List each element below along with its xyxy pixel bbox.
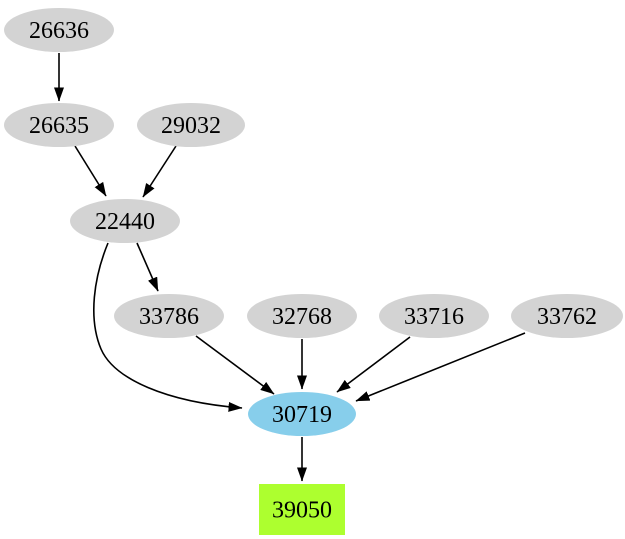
node-label: 33716 — [404, 304, 464, 330]
node-shape-ellipse — [70, 199, 180, 243]
node-label: 26635 — [29, 113, 89, 139]
node-shape-ellipse — [4, 8, 114, 52]
edge-22440-33786 — [136, 242, 159, 292]
node-label: 30719 — [272, 402, 332, 428]
node-shape-ellipse — [379, 294, 489, 338]
node-shape-ellipse — [511, 294, 623, 338]
node-26635: 26635 — [4, 103, 114, 147]
node-label: 26636 — [29, 18, 89, 44]
edge-26635-22440 — [74, 145, 107, 197]
node-label: 39050 — [272, 498, 332, 524]
node-shape-ellipse — [4, 103, 114, 147]
node-29032: 29032 — [137, 103, 245, 147]
node-label: 29032 — [161, 113, 221, 139]
node-39050: 39050 — [259, 484, 345, 535]
node-label: 32768 — [272, 304, 332, 330]
node-32768: 32768 — [247, 294, 357, 338]
edges-layer — [54, 53, 526, 482]
node-33786: 33786 — [114, 294, 224, 338]
node-label: 33786 — [139, 304, 199, 330]
node-shape-ellipse — [247, 294, 357, 338]
edge-33762-30719 — [355, 332, 526, 402]
node-33762: 33762 — [511, 294, 623, 338]
node-shape-ellipse — [137, 103, 245, 147]
edge-33716-30719 — [336, 336, 411, 393]
node-22440: 22440 — [70, 199, 180, 243]
node-shape-rect — [259, 484, 345, 535]
node-33716: 33716 — [379, 294, 489, 338]
node-label: 33762 — [537, 304, 597, 330]
node-shape-ellipse — [248, 392, 356, 436]
edge-22440-30719 — [93, 242, 243, 412]
edge-33786-30719 — [195, 335, 275, 395]
edge-29032-22440 — [142, 145, 177, 198]
node-30719: 30719 — [248, 392, 356, 436]
node-shape-ellipse — [114, 294, 224, 338]
node-label: 22440 — [95, 209, 155, 235]
node-26636: 26636 — [4, 8, 114, 52]
nodes-layer: 26636 26635 29032 22440 33786 32768 33716 33762… — [4, 8, 623, 535]
